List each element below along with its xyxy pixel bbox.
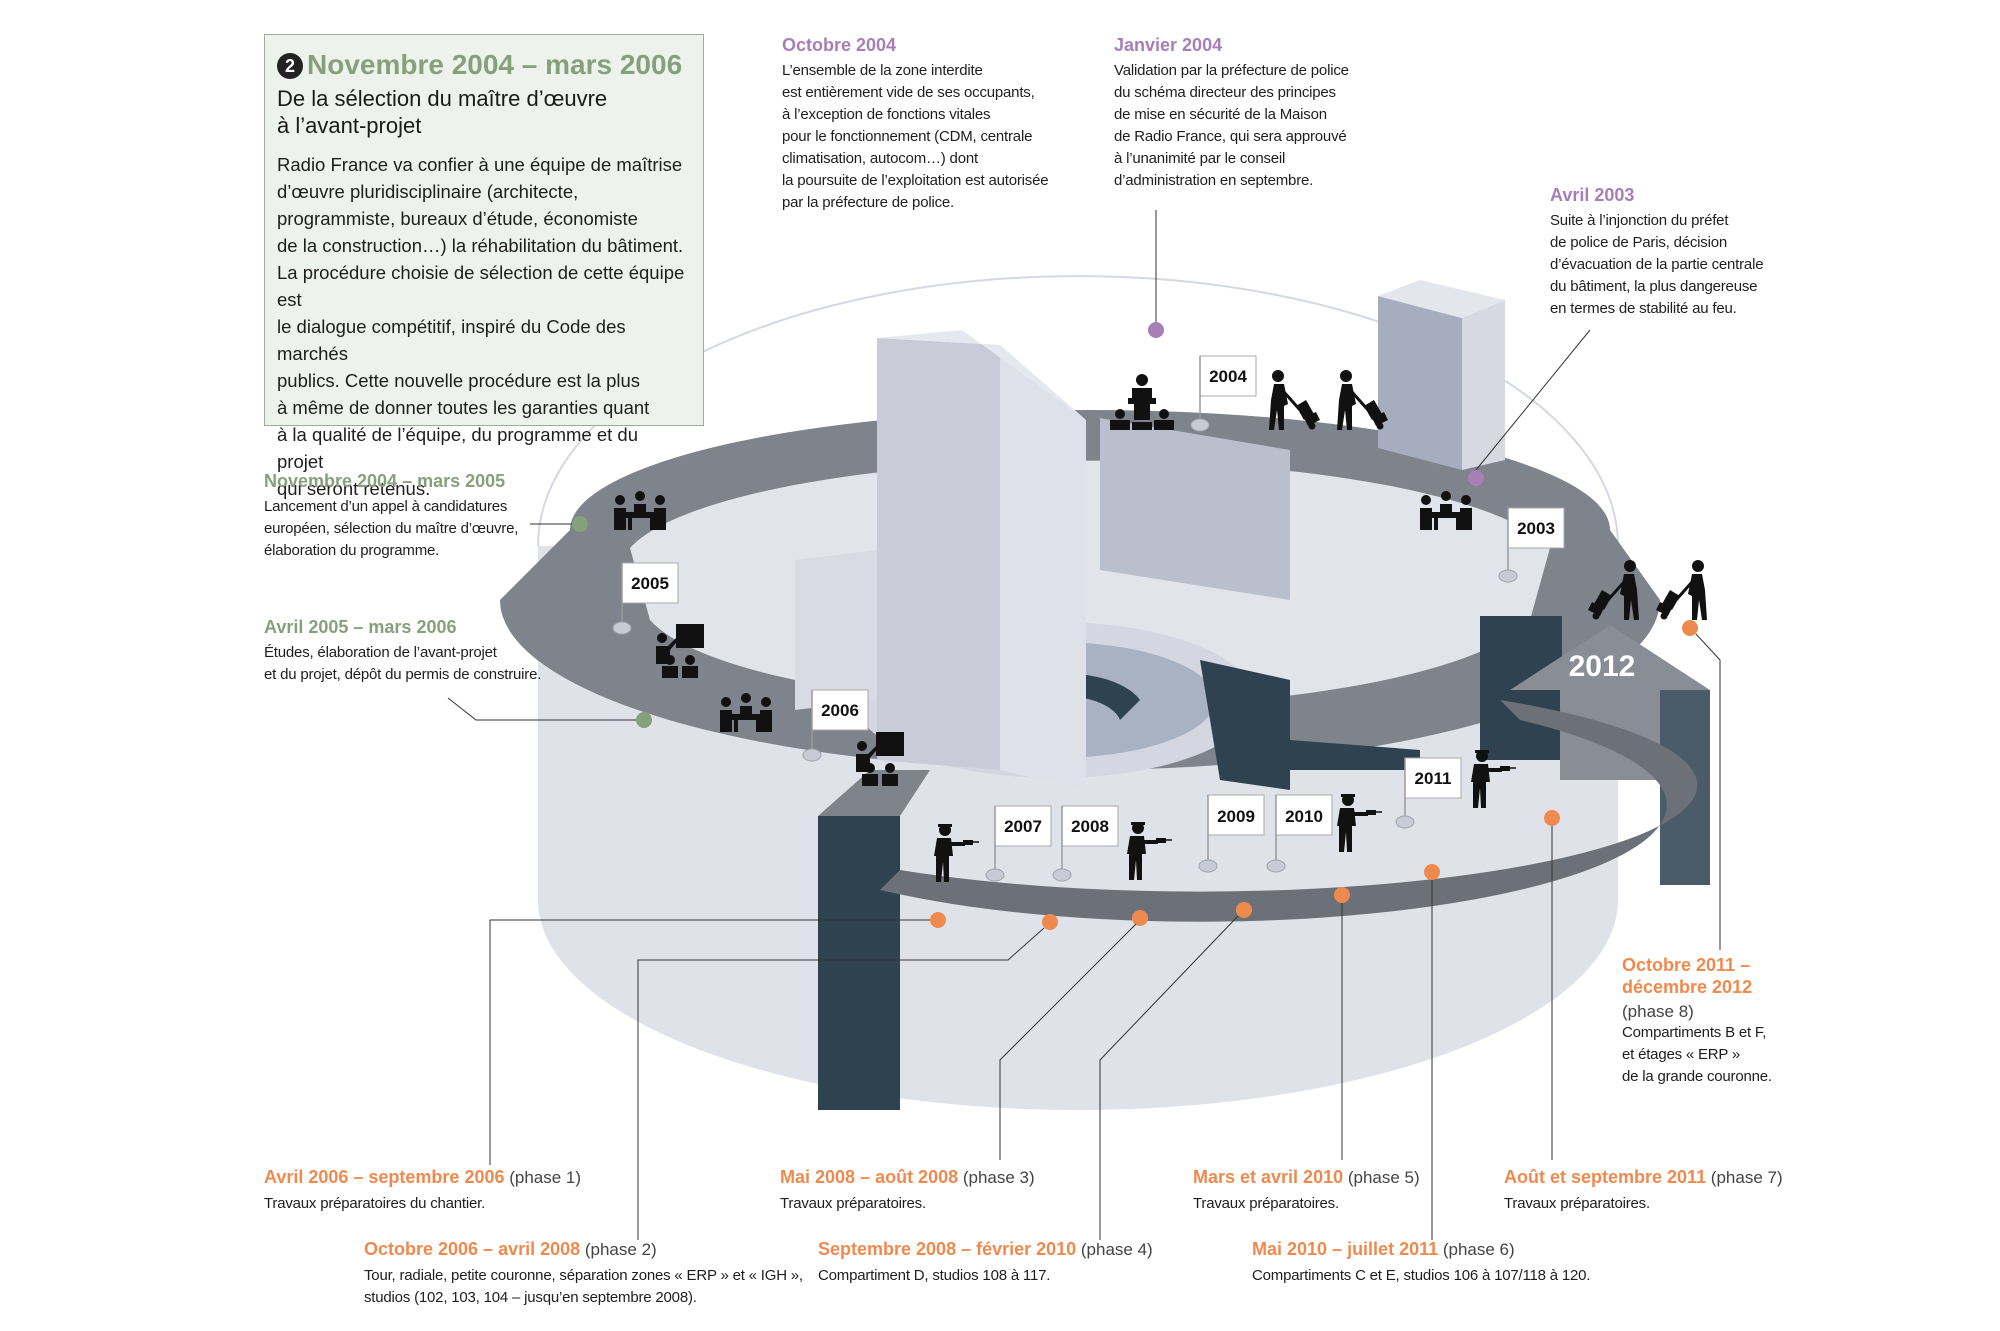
phase-body: Compartiments C et E, studios 106 à 107/… [1252,1267,1591,1284]
event-title: Avril 2003 [1550,185,1635,205]
year-2009: 2009 [1217,807,1255,826]
phase-7: Août et septembre 2011 (phase 7) Travaux… [1504,1166,1794,1215]
phase-number: (phase 2) [580,1240,657,1259]
phase-title: Mai 2010 – juillet 2011 [1252,1239,1439,1259]
year-2004: 2004 [1209,367,1247,386]
phase-title: Septembre 2008 – février 2010 [818,1239,1077,1259]
intro-body: Radio France va confier à une équipe de … [277,154,685,499]
phase-1: Avril 2006 – septembre 2006 (phase 1) Tr… [264,1166,664,1215]
phase-body: Compartiment D, studios 108 à 117. [818,1267,1051,1284]
event-novembre-2004-mars-2005: Novembre 2004 – mars 2005 Lancement d’un… [264,470,564,562]
year-2010: 2010 [1285,807,1323,826]
arrow-icon [1510,625,1710,700]
phase-body: Travaux préparatoires. [780,1195,926,1212]
year-2011: 2011 [1415,769,1452,788]
section-number-badge: 2 [277,53,303,79]
intro-title: Novembre 2004 – mars 2006 [307,49,683,80]
phase-8: Octobre 2011 – décembre 2012 (phase 8) C… [1622,954,1822,1088]
phase-title: Mars et avril 2010 [1193,1167,1344,1187]
phase-number: (phase 3) [958,1168,1035,1187]
event-title: Octobre 2004 [782,35,897,55]
intro-subtitle: De la sélection du maître d’œuvre à l’av… [277,86,608,138]
event-avril-2003: Avril 2003 Suite à l’injonction du préfe… [1550,184,1790,320]
phase-body: Tour, radiale, petite couronne, séparati… [364,1267,803,1306]
phase-5: Mars et avril 2010 (phase 5) Travaux pré… [1193,1166,1453,1215]
phase-number: (phase 6) [1438,1240,1515,1259]
phase-number: (phase 8) [1622,1002,1694,1021]
year-2008: 2008 [1071,817,1109,836]
phase-body: Compartiments B et F, et étages « ERP » … [1622,1024,1772,1085]
phase-title: Mai 2008 – août 2008 [780,1167,959,1187]
phase-number: (phase 5) [1343,1168,1420,1187]
year-2012: 2012 [1569,650,1636,683]
phase-number: (phase 7) [1706,1168,1783,1187]
mover-icon [1654,558,1709,622]
event-title: Avril 2005 – mars 2006 [264,617,457,637]
event-body: L’ensemble de la zone interdite est enti… [782,62,1049,211]
event-title: Janvier 2004 [1114,35,1223,55]
event-body: Validation par la préfecture de police d… [1114,62,1349,189]
event-octobre-2004: Octobre 2004 L’ensemble de la zone inter… [782,34,1082,214]
year-2006: 2006 [821,701,859,720]
phase-title: Août et septembre 2011 [1504,1167,1707,1187]
event-avril-2005-mars-2006: Avril 2005 – mars 2006 Études, élaborati… [264,616,564,686]
year-2005: 2005 [631,574,669,593]
event-body: Lancement d’un appel à candidatures euro… [264,498,519,559]
phase-body: Travaux préparatoires. [1504,1195,1650,1212]
phase-body: Travaux préparatoires. [1193,1195,1339,1212]
phase-6: Mai 2010 – juillet 2011 (phase 6) Compar… [1252,1238,1592,1287]
phase-title: Avril 2006 – septembre 2006 [264,1167,505,1187]
phase-title: Octobre 2006 – avril 2008 [364,1239,581,1259]
phase-number: (phase 1) [504,1168,582,1187]
phase-title: Octobre 2011 – décembre 2012 [1622,955,1753,997]
event-body: Études, élaboration de l’avant-projet et… [264,644,542,683]
event-janvier-2004: Janvier 2004 Validation par la préfectur… [1114,34,1394,192]
year-2003: 2003 [1517,519,1555,538]
phase-body: Travaux préparatoires du chantier. [264,1195,486,1212]
event-body: Suite à l’injonction du préfet de police… [1550,212,1764,317]
year-2007: 2007 [1004,817,1042,836]
phase-4: Septembre 2008 – février 2010 (phase 4) … [818,1238,1178,1287]
phase-3: Mai 2008 – août 2008 (phase 3) Travaux p… [780,1166,1080,1215]
phase-2: Octobre 2006 – avril 2008 (phase 2) Tour… [364,1238,824,1309]
phase-number: (phase 4) [1076,1240,1153,1259]
event-title: Novembre 2004 – mars 2005 [264,471,506,491]
